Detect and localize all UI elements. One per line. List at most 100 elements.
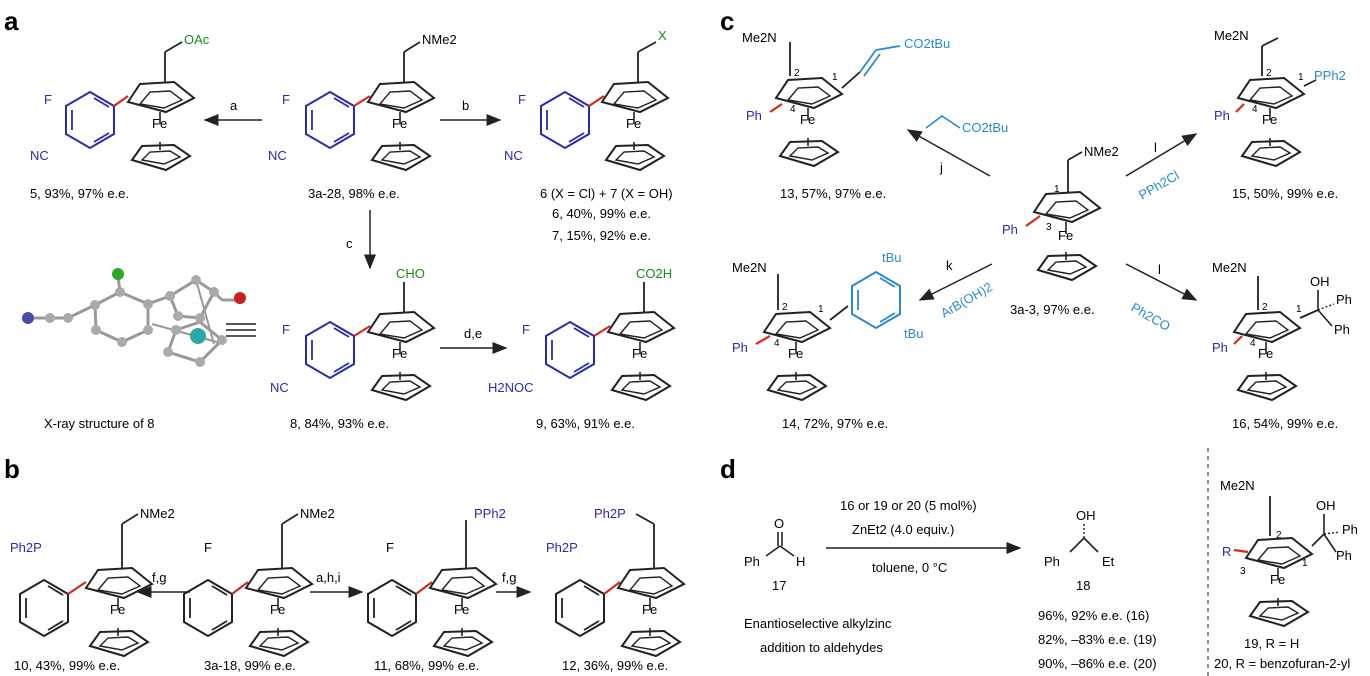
- sub-fe-16: Fe: [1258, 346, 1273, 361]
- arrow-j-label: j: [939, 160, 943, 175]
- compound-17: O Ph H: [744, 516, 805, 569]
- result-20: 90%, –86% e.e. (20): [1038, 656, 1157, 671]
- sub-nme2-3a28: NMe2: [422, 32, 457, 47]
- compound-6-7: X F NC Fe: [504, 28, 669, 171]
- sub-h-17: H: [796, 554, 805, 569]
- reagent-boronic: ArB(OH)2: [938, 279, 995, 321]
- sub-fe-11: Fe: [454, 602, 469, 617]
- sub-nc-5: NC: [30, 148, 49, 163]
- sub-ph2p-10: Ph2P: [10, 540, 42, 555]
- arrow-k: [918, 263, 993, 301]
- sub-co2tbu-13: CO2tBu: [904, 36, 950, 51]
- compound-3a-18: NMe2 F Fe: [183, 506, 335, 657]
- sub-fe-5: Fe: [152, 116, 167, 131]
- arrow-b-label: b: [462, 98, 469, 113]
- sub-ph-18: Ph: [1044, 554, 1060, 569]
- reagent-pph2cl: PPh2Cl: [1136, 168, 1182, 203]
- caption-9: 9, 63%, 91% e.e.: [536, 416, 635, 431]
- caption-5: 5, 93%, 97% e.e.: [30, 186, 129, 201]
- result-19: 82%, –83% e.e. (19): [1038, 632, 1157, 647]
- sub-me2n-13: Me2N: [742, 30, 777, 45]
- sub-f-6: F: [518, 92, 526, 107]
- sub-co2h: CO2H: [636, 266, 672, 281]
- compound-3a-3: NMe2 Ph 1 3 Fe: [1002, 144, 1119, 281]
- arrow-k-label: k: [946, 258, 953, 273]
- compound-3a-28: NMe2 F NC Fe: [268, 32, 457, 171]
- sub-fe-ligand: Fe: [1270, 572, 1285, 587]
- caption-19: 19, R = H: [1244, 636, 1299, 651]
- sub-fe-6: Fe: [626, 116, 641, 131]
- sub-o-17: O: [774, 516, 784, 531]
- locant-1-ligand: 1: [1302, 558, 1308, 569]
- sub-ph-16c: Ph: [1212, 340, 1228, 355]
- sub-me2n-15: Me2N: [1214, 28, 1249, 43]
- caption-6-7-line3: 7, 15%, 92% e.e.: [552, 228, 651, 243]
- panel-label-b: b: [4, 454, 20, 484]
- sub-ph2p-12a: Ph2P: [594, 506, 626, 521]
- sub-f-5: F: [44, 92, 52, 107]
- sub-h2noc: H2NOC: [488, 380, 534, 395]
- reagent-ph2co: Ph2CO: [1129, 300, 1173, 334]
- arrow-fg-2-label: f,g: [502, 570, 516, 585]
- sub-f-9: F: [522, 322, 530, 337]
- sub-nme2-3a3: NMe2: [1084, 144, 1119, 159]
- sub-ph-16a: Ph: [1336, 292, 1352, 307]
- sub-fe-8: Fe: [392, 346, 407, 361]
- sub-ph2p-12b: Ph2P: [546, 540, 578, 555]
- compound-18: OH Ph Et: [1044, 508, 1115, 569]
- sub-fe-15: Fe: [1262, 112, 1277, 127]
- sub-fe-9: Fe: [632, 346, 647, 361]
- caption-17: 17: [772, 578, 786, 593]
- panel-label-d: d: [720, 454, 736, 484]
- locant-2-15: 2: [1266, 68, 1272, 79]
- sub-cho: CHO: [396, 266, 425, 281]
- sub-ph-ligand-b: Ph: [1336, 548, 1352, 563]
- locant-2-13: 2: [794, 68, 800, 79]
- sub-et-18: Et: [1102, 554, 1115, 569]
- caption-20: 20, R = benzofuran-2-yl: [1214, 656, 1350, 671]
- locant-2-14: 2: [782, 302, 788, 313]
- locant-2-16: 2: [1262, 302, 1268, 313]
- caption-13: 13, 57%, 97% e.e.: [780, 186, 886, 201]
- caption-11: 11, 68%, 99% e.e.: [374, 658, 479, 673]
- sub-tbu-bottom: tBu: [904, 326, 924, 341]
- locant-4-13: 4: [790, 104, 796, 115]
- sub-tbu-top: tBu: [882, 250, 902, 265]
- sub-ph-16b: Ph: [1334, 322, 1350, 337]
- reagent-acrylate-bond: [925, 115, 961, 129]
- caption-3a-28: 3a-28, 98% e.e.: [308, 186, 400, 201]
- caption-18: 18: [1076, 578, 1090, 593]
- xray-structure-8: [22, 268, 246, 367]
- reagent-acrylate: CO2tBu: [962, 120, 1008, 135]
- sub-ph-3a3: Ph: [1002, 222, 1018, 237]
- compound-9: CO2H F H2NOC Fe: [488, 266, 675, 401]
- compound-15: Me2N PPh2 Ph 2 1 4 Fe: [1214, 28, 1346, 167]
- arrow-l-1-label: l: [1154, 140, 1157, 155]
- cond-line-3: toluene, 0 °C: [872, 560, 947, 575]
- compound-14: Me2N tBu tBu Ph 2 1 4 Fe: [732, 250, 924, 401]
- locant-2-ligand: 2: [1276, 530, 1282, 541]
- sub-me2n-16: Me2N: [1212, 260, 1247, 275]
- result-16: 96%, 92% e.e. (16): [1038, 608, 1149, 623]
- caption-xray: X-ray structure of 8: [44, 416, 155, 431]
- sub-me2n-14: Me2N: [732, 260, 767, 275]
- caption-8: 8, 84%, 93% e.e.: [290, 416, 389, 431]
- sub-fe-13: Fe: [800, 112, 815, 127]
- caption-16: 16, 54%, 99% e.e.: [1232, 416, 1338, 431]
- sub-nc-8: NC: [270, 380, 289, 395]
- compound-13: Me2N CO2tBu Ph 2 1 4 Fe: [742, 30, 950, 167]
- arrow-l-2-label: l: [1158, 262, 1161, 277]
- sub-oh-16: OH: [1310, 274, 1330, 289]
- sub-fe-3a3: Fe: [1058, 228, 1073, 243]
- compound-8: CHO F NC Fe: [270, 266, 435, 401]
- sub-oac: OAc: [184, 32, 210, 47]
- description-line-1: Enantioselective alkylzinc: [744, 616, 892, 631]
- sub-pph2-11: PPh2: [474, 506, 506, 521]
- sub-f-11: F: [386, 540, 394, 555]
- sub-oh-18: OH: [1076, 508, 1096, 523]
- locant-4-16: 4: [1250, 338, 1256, 349]
- sub-pph2-15: PPh2: [1314, 68, 1346, 83]
- locant-1-15: 1: [1298, 72, 1304, 83]
- sub-fe-3a18: Fe: [270, 602, 285, 617]
